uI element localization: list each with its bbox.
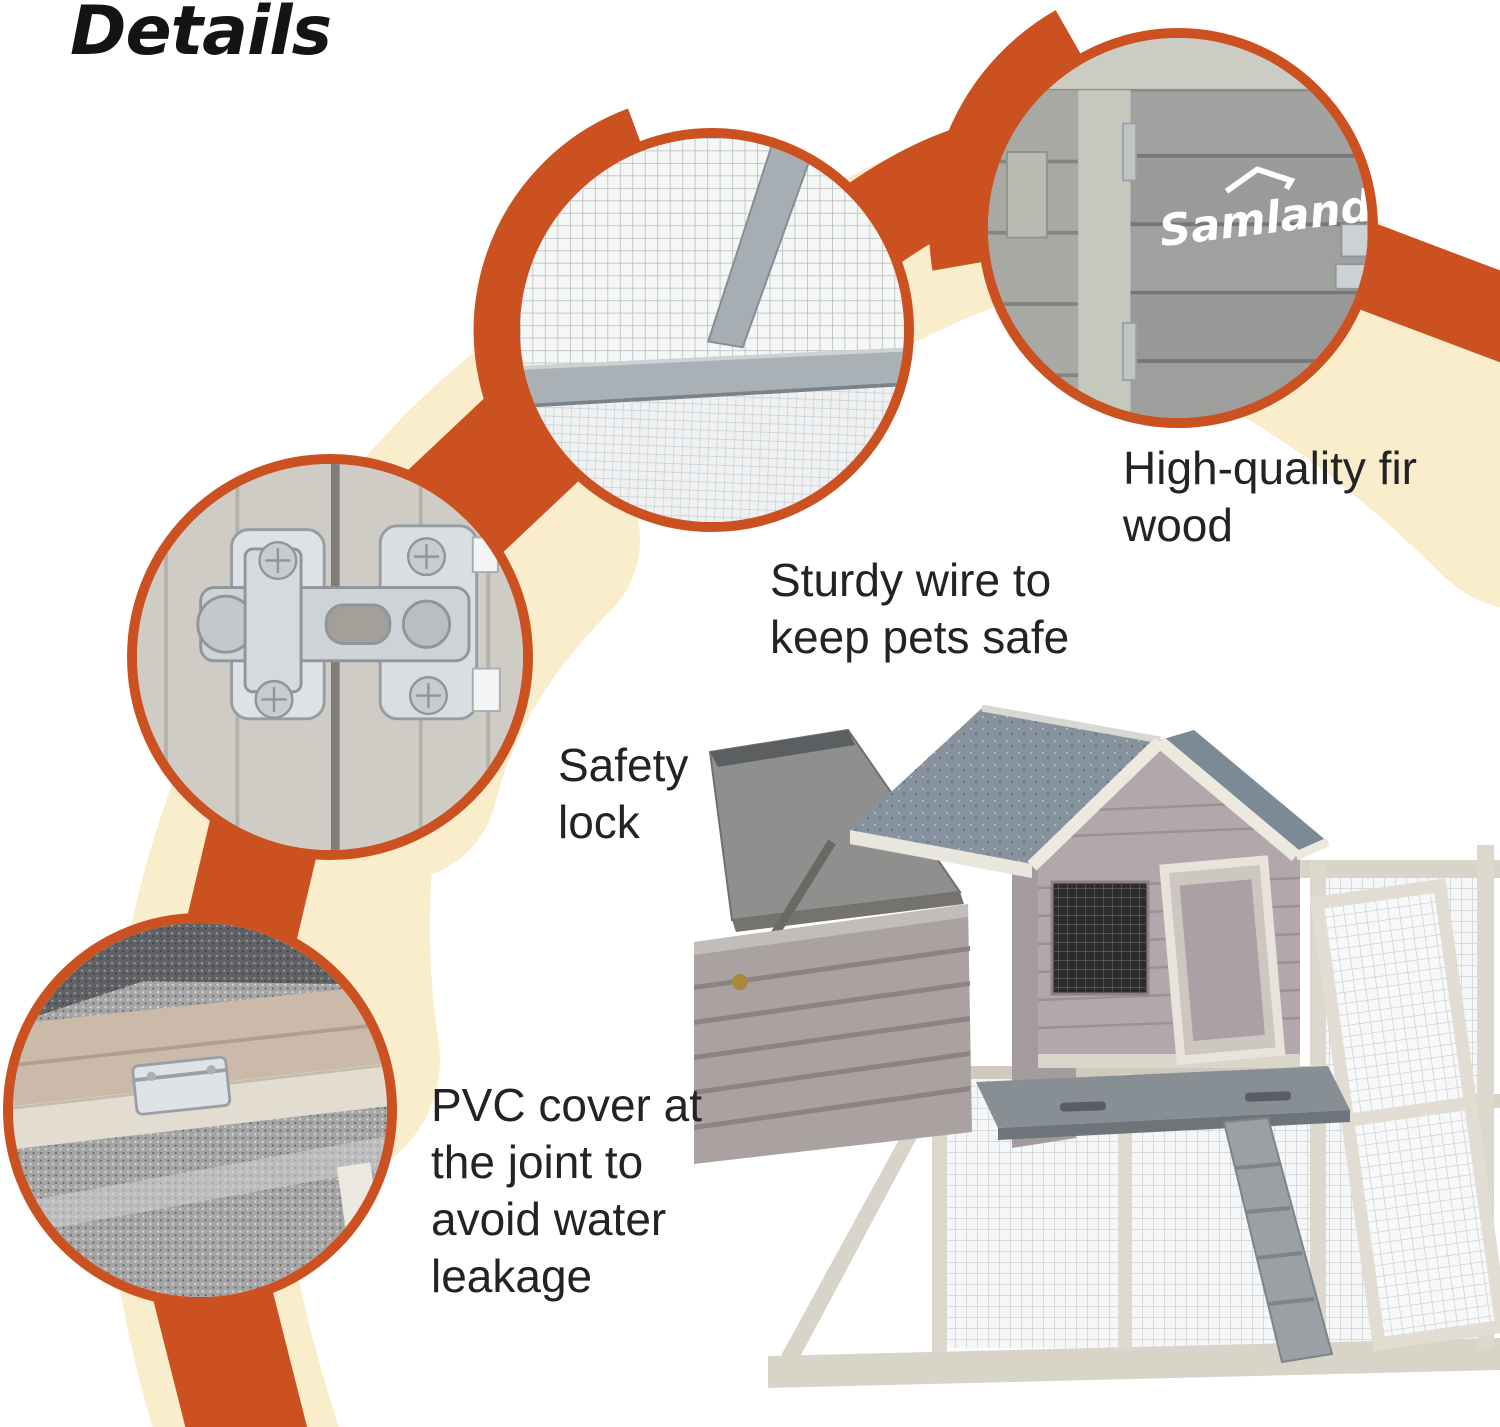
callout-circle-safety-lock [127, 454, 533, 860]
feature-label-sturdy-wire: Sturdy wire to keep pets safe [770, 552, 1069, 666]
latch-bar [196, 547, 471, 694]
safety-latch-photo [137, 464, 523, 850]
fir-wood-door-photo: Samland [988, 38, 1368, 418]
roof-joint-photo [13, 923, 387, 1297]
callout-circle-fir-wood: Samland [978, 28, 1378, 428]
page-title: Details [70, 0, 332, 71]
pvc-strip-reflection [13, 1136, 387, 1236]
hinge [1121, 122, 1138, 182]
house-door-open [1159, 855, 1286, 1066]
door-latch-hardware [1334, 223, 1368, 290]
door-frame-plank [1078, 90, 1131, 418]
label-line: wood [1123, 499, 1233, 551]
roof-hinge [131, 1055, 232, 1116]
label-line: the joint to [431, 1136, 644, 1188]
frame-corner-post [706, 138, 819, 349]
roof-outline-icon [1224, 166, 1296, 194]
nesting-box-with-open-lid [694, 728, 972, 1164]
brass-latch [732, 974, 748, 990]
run-door-open [1309, 878, 1500, 1352]
pull-out-tray [976, 1066, 1350, 1140]
screws [254, 537, 448, 720]
lid-underside-asphalt [13, 923, 387, 1024]
label-line: avoid water [431, 1193, 667, 1245]
callout-circle-sturdy-wire [510, 128, 914, 532]
wire-mesh-photo [520, 138, 904, 522]
label-line: leakage [431, 1250, 593, 1302]
label-line: keep pets safe [770, 611, 1070, 663]
product-photo-chicken-coop [680, 690, 1500, 1410]
label-line: PVC cover at [431, 1079, 702, 1131]
label-line: lock [558, 796, 640, 848]
hinge [1121, 322, 1138, 381]
chicken-coop-illustration [694, 704, 1500, 1388]
callout-circle-pvc-cover [3, 913, 397, 1307]
feature-label-safety-lock: Safety lock [558, 737, 688, 851]
label-line: Safety [558, 739, 689, 791]
label-line: High-quality fir [1123, 442, 1417, 494]
chicken-ramp [1222, 1116, 1334, 1364]
feature-label-fir-wood: High-quality fir wood [1123, 440, 1417, 554]
label-line: Sturdy wire to [770, 554, 1052, 606]
feature-label-pvc-cover: PVC cover at the joint to avoid water le… [431, 1077, 702, 1305]
